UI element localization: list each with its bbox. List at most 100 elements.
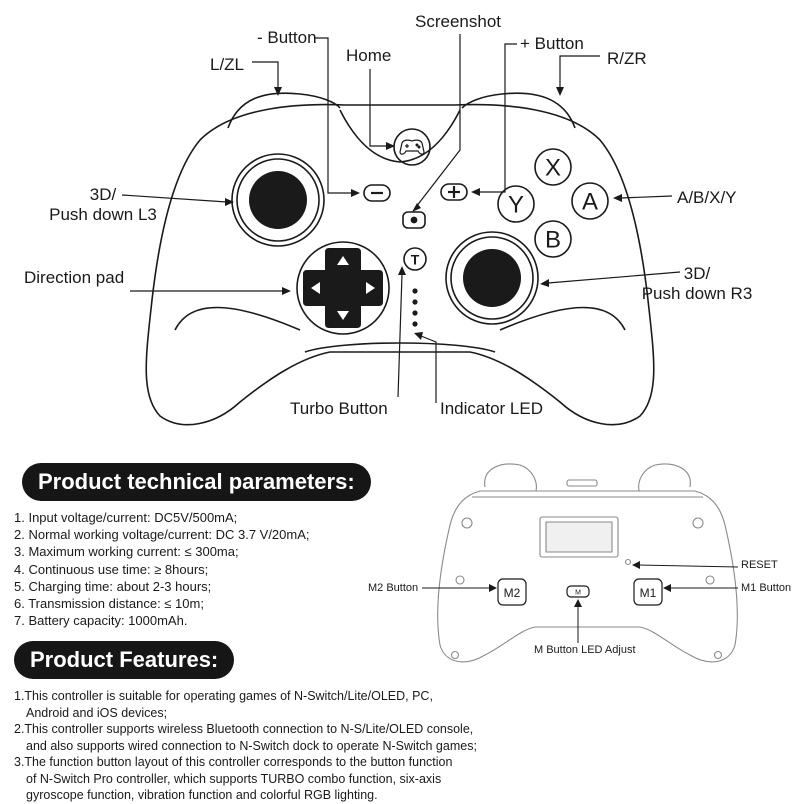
params-item: 5. Charging time: about 2-3 hours; [14, 578, 212, 594]
right-stick-ring-inner [450, 236, 534, 320]
y-button-label: Y [508, 192, 524, 219]
label-home: Home [346, 46, 392, 65]
dpad-right-arrow-icon [366, 282, 375, 294]
label-l-zl: L/ZL [210, 55, 245, 74]
arrowhead-left-stick [225, 198, 234, 206]
label-turbo-button: Turbo Button [290, 399, 388, 418]
m-led-key-label: M [575, 590, 581, 597]
label-right-stick-line2: Push down R3 [641, 283, 753, 303]
left-stick-ring [231, 153, 325, 247]
label-m-button-led-adjust: M Button LED Adjust [534, 644, 636, 656]
screenshot-button[interactable] [402, 211, 426, 229]
right-stick-cap[interactable] [463, 249, 521, 307]
m1-key[interactable] [633, 578, 663, 606]
arrowhead-screenshot [412, 203, 421, 212]
reset-hole[interactable] [624, 558, 632, 566]
b-button[interactable] [534, 220, 572, 258]
label-abxy: A/B/X/Y [677, 188, 737, 207]
right-shoulder-outline [461, 92, 576, 129]
left-stick-ring-inner [236, 158, 320, 242]
leader-lzl [252, 61, 279, 88]
arrowhead-m-led [574, 599, 582, 607]
back-screw-ml [455, 575, 465, 585]
back-left-trigger [484, 463, 537, 492]
params-item: 1. Input voltage/current: DC5V/500mA; [14, 510, 238, 525]
label-left-stick: 3D/ Push down L3 [40, 185, 166, 224]
leader-right-stick [547, 271, 681, 284]
arrowhead-home [386, 142, 395, 150]
label-left-stick-line1: 3D/ [89, 185, 117, 204]
arrowhead-lzl [274, 87, 282, 96]
controller-front-diagram: T X Y A B [121, 34, 681, 426]
feature-item: 1.This controller is suitable for operat… [14, 688, 477, 721]
turbo-key-label: T [411, 252, 420, 268]
indicator-led-dots [412, 288, 418, 327]
leader-rzr [559, 55, 600, 88]
leader-screenshot [415, 34, 461, 208]
leader-reset [637, 564, 739, 568]
feature-item-line3: gyroscope function, vibration function a… [26, 788, 378, 802]
m1-key-label: M1 [640, 586, 657, 600]
plus-icon [448, 186, 460, 198]
left-grip-contour [174, 306, 301, 331]
back-screw-tr [692, 517, 704, 529]
a-button-label: A [582, 189, 598, 216]
arrowhead-indicator-led [414, 332, 423, 340]
back-top-slot [566, 479, 598, 487]
leader-home [369, 69, 388, 147]
x-button[interactable] [534, 148, 572, 186]
label-m1-button: M1 Button [741, 582, 792, 594]
dpad-left-arrow-icon [311, 282, 320, 294]
turbo-button[interactable] [403, 247, 427, 271]
back-right-trigger [638, 463, 691, 492]
arrowhead-right-stick [540, 279, 549, 287]
right-stick-ring [445, 231, 539, 325]
label-reset: RESET [741, 559, 778, 571]
m2-key[interactable] [497, 578, 527, 606]
back-battery-label [545, 521, 613, 553]
y-button[interactable] [497, 185, 535, 223]
label-screenshot: Screenshot [415, 12, 501, 31]
arrowhead-minus [351, 189, 360, 197]
feature-item-line1: 3.The function button layout of this con… [14, 755, 453, 769]
b-button-label: B [545, 227, 561, 254]
dpad-down-arrow-icon [337, 311, 349, 320]
left-shoulder-outline [227, 92, 341, 129]
label-right-stick-line1: 3D/ [683, 264, 711, 283]
home-button[interactable] [393, 128, 431, 166]
plus-button[interactable] [440, 183, 468, 201]
features-title-banner: Product Features: [14, 641, 235, 679]
feature-item: 2.This controller supports wireless Blue… [14, 721, 477, 754]
arrowhead-abxy [613, 194, 622, 202]
dpad-cross[interactable] [303, 248, 383, 328]
label-m2-button: M2 Button [368, 582, 419, 594]
dpad-ring [296, 241, 390, 335]
label-plus-button: + Button [520, 34, 584, 53]
arrowhead-plus [471, 188, 480, 196]
label-direction-pad: Direction pad [24, 268, 125, 287]
arrowhead-m2 [489, 584, 497, 592]
feature-item-line1: 2.This controller supports wireless Blue… [14, 722, 474, 736]
back-screw-mr [705, 575, 715, 585]
controller-body-outline [145, 103, 655, 426]
feature-item-line2: Android and iOS devices; [26, 705, 168, 720]
params-item: 7. Battery capacity: 1000mAh. [14, 613, 188, 629]
leader-indicator-led [420, 335, 437, 403]
back-screw-tl [461, 517, 473, 529]
a-button[interactable] [571, 182, 609, 220]
params-list: 1. Input voltage/current: DC5V/500mA; 2.… [14, 509, 310, 629]
dpad-up-arrow-icon [337, 256, 349, 265]
leader-plus [479, 43, 517, 193]
arrowhead-turbo [398, 266, 406, 275]
m2-key-label: M2 [504, 586, 521, 600]
feature-item-line1: 1.This controller is suitable for operat… [14, 689, 433, 703]
arrowhead-m1 [663, 584, 671, 592]
features-list: 1.This controller is suitable for operat… [14, 688, 477, 804]
arrowhead-rzr [556, 87, 564, 96]
m-led-key[interactable] [566, 585, 590, 598]
feature-item-line2: and also supports wired connection to N-… [26, 738, 477, 753]
left-stick-cap[interactable] [249, 171, 307, 229]
minus-button[interactable] [363, 184, 391, 202]
leader-minus [314, 37, 352, 194]
label-right-stick: 3D/ Push down R3 [634, 264, 760, 303]
